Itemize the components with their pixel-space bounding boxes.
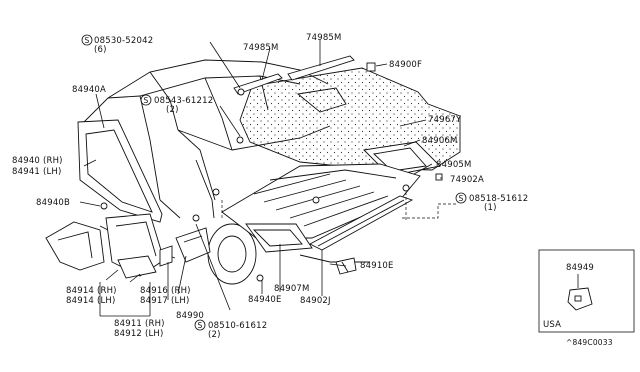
label-84941-lh: 84941 (LH) — [12, 167, 62, 177]
label-84916-rh: 84916 (RH) — [140, 286, 191, 296]
label-84940b: 84940B — [36, 198, 70, 208]
callout-08510: S 08510-61612 (2) — [194, 319, 267, 340]
label-74985m-right: 74985M — [306, 33, 342, 43]
screw-symbol: S — [85, 36, 90, 45]
storage-tray-84907m — [245, 223, 313, 253]
label-08543-qty: (2) — [166, 105, 179, 115]
small-clip-84990 — [159, 245, 173, 267]
label-84912-lh: 84912 (LH) — [114, 329, 164, 339]
label-84940e: 84940E — [248, 295, 282, 305]
label-84990: 84990 — [176, 311, 204, 321]
fasteners — [100, 62, 443, 282]
callout-08543: S 08543-61212 (2) — [140, 94, 213, 115]
leader-lines — [79, 40, 442, 317]
callout-08530: S 08530-52042 (6) — [81, 34, 153, 55]
sill-plate-84902j — [309, 195, 414, 251]
label-74985m-left: 74985M — [243, 43, 279, 53]
screw-symbol: S — [459, 194, 464, 203]
screw-symbol: S — [144, 96, 149, 105]
inset-box: 84949 USA — [538, 249, 635, 333]
label-08518-51612: 08518-51612 — [469, 194, 528, 204]
label-84914-lh: 84914 (LH) — [66, 296, 116, 306]
box-84911 — [117, 255, 157, 279]
label-08510-qty: (2) — [208, 330, 221, 340]
label-08530-qty: (6) — [94, 45, 107, 55]
label-84910e: 84910E — [360, 261, 394, 271]
bracket-84916 — [175, 227, 211, 263]
label-08543-61212: 08543-61212 — [154, 96, 213, 106]
label-84940a: 84940A — [72, 85, 106, 95]
label-74967y: 74967Y — [428, 115, 462, 125]
label-84917-lh: 84917 (LH) — [140, 296, 190, 306]
trim-strip-left — [233, 73, 283, 95]
inset-region-label: USA — [543, 320, 561, 330]
label-74902a: 74902A — [450, 175, 484, 185]
label-84949: 84949 — [566, 263, 594, 273]
label-08518-qty: (1) — [484, 203, 497, 213]
label-84905m: 84905M — [436, 160, 472, 170]
label-84902j: 84902J — [300, 296, 331, 306]
screw-symbol: S — [198, 321, 203, 330]
rear-side-trim-panel — [77, 119, 163, 223]
trim-strip-right — [287, 55, 355, 81]
dashed-guide-lines — [221, 192, 456, 220]
label-08530-52042: 08530-52042 — [94, 36, 153, 46]
label-84914-rh: 84914 (RH) — [66, 286, 117, 296]
label-84900f: 84900F — [389, 60, 422, 70]
label-84906m: 84906M — [422, 136, 458, 146]
label-84940-rh: 84940 (RH) — [12, 156, 63, 166]
diagram-code: ^849C0033 — [566, 338, 613, 347]
label-08510-61612: 08510-61612 — [208, 321, 267, 331]
panel-84940b — [45, 221, 105, 271]
label-84907m: 84907M — [274, 284, 310, 294]
label-84911-rh: 84911 (RH) — [114, 319, 165, 329]
callout-08518: S 08518-51612 (1) — [455, 192, 528, 213]
vehicle-body-outline — [77, 59, 370, 263]
